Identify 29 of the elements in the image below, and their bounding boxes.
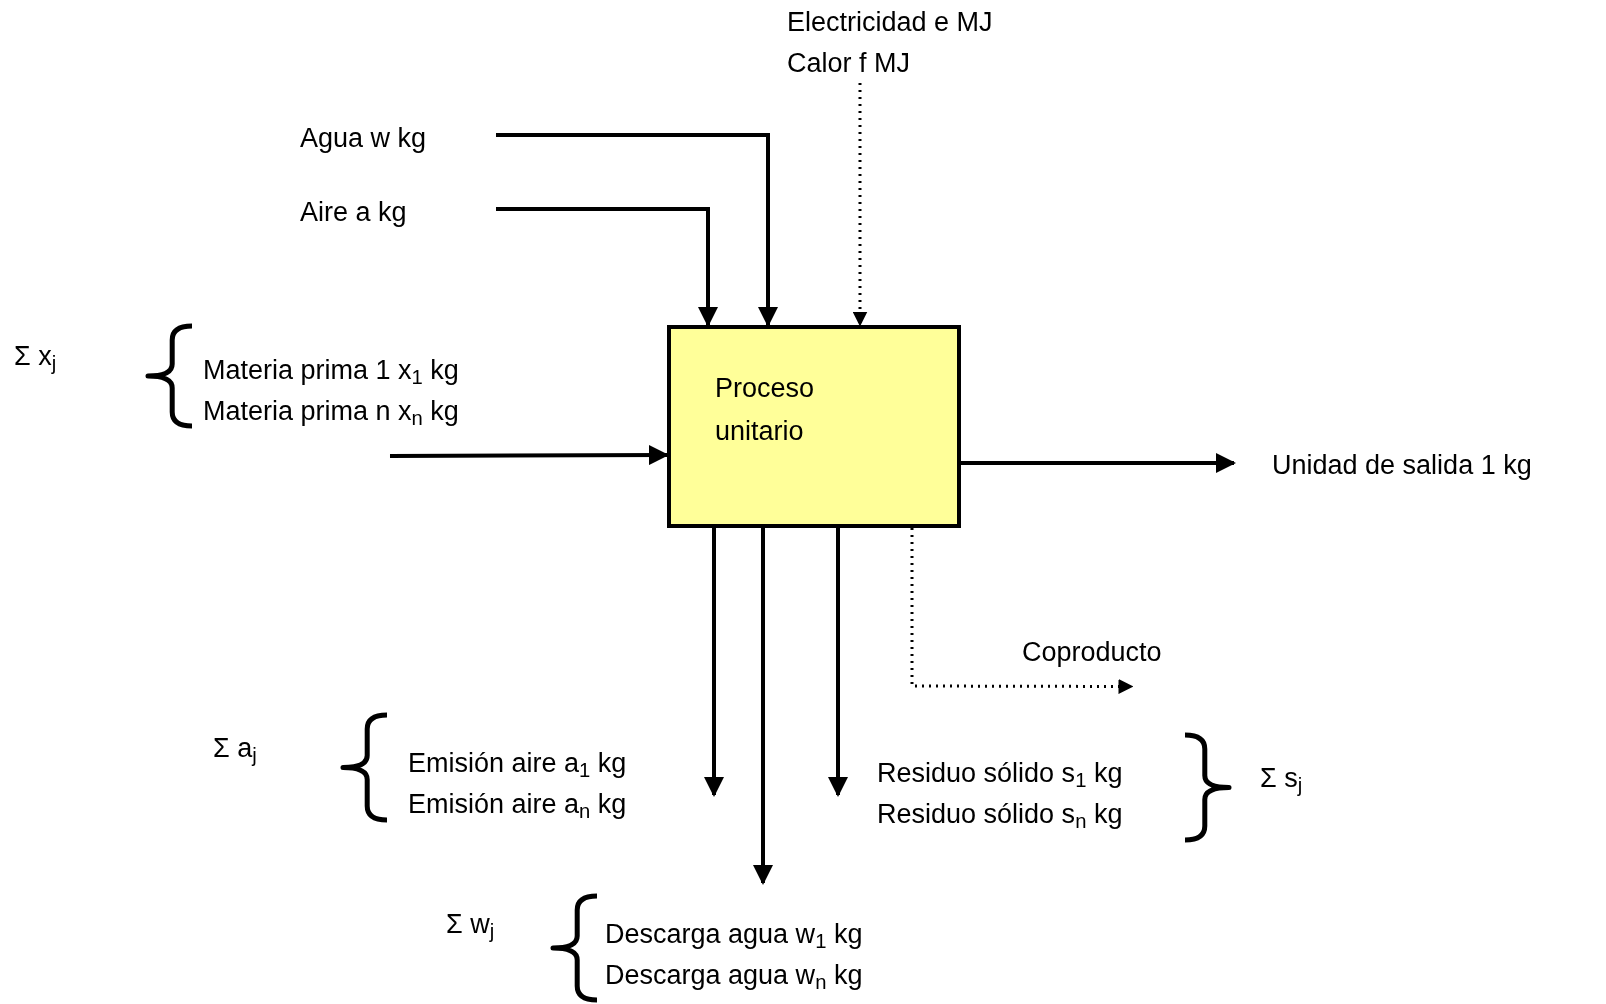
- sum-label: Σ s$_{j}$: [1260, 762, 1303, 799]
- dotted-arrow: [910, 528, 1134, 694]
- flow-label: Materia prima n x$_{n}$ kg: [203, 394, 459, 431]
- arrow: [496, 207, 718, 327]
- flow-label: Aire a kg: [300, 196, 407, 229]
- arrow: [828, 528, 848, 797]
- arrow: [496, 133, 778, 327]
- arrow: [704, 528, 724, 797]
- flow-label: Agua w kg: [300, 122, 427, 155]
- dotted-arrow: [852, 83, 868, 327]
- flow-label: Descarga agua w$_{n}$ kg: [605, 958, 863, 995]
- flow-label: Electricidad e MJ: [787, 6, 993, 39]
- flow-label: Proceso unitario: [715, 372, 816, 449]
- process-box: [667, 325, 961, 528]
- flow-label: Coproducto: [1022, 636, 1162, 669]
- flow-label: Descarga agua w$_{1}$ kg: [605, 918, 863, 955]
- flow-label: Materia prima 1 x$_{1}$ kg: [203, 354, 459, 391]
- flow-label: Residuo sólido s$_{1}$ kg: [877, 757, 1123, 794]
- sum-label: Σ w$_{j}$: [446, 908, 495, 945]
- sum-label: Σ a$_{j}$: [213, 732, 257, 769]
- arrow: [753, 528, 773, 885]
- arrow: [961, 453, 1236, 473]
- flow-label: Residuo sólido s$_{n}$ kg: [877, 797, 1123, 834]
- sum-label: Σ x$_{j}$: [14, 340, 57, 377]
- flow-label: Emisión aire a$_{n}$ kg: [408, 787, 627, 824]
- flow-label: Unidad de salida 1 kg: [1272, 449, 1532, 482]
- arrow: [390, 445, 669, 466]
- flow-label: Emisión aire a$_{1}$ kg: [408, 747, 627, 784]
- flow-label: Calor f MJ: [787, 46, 911, 80]
